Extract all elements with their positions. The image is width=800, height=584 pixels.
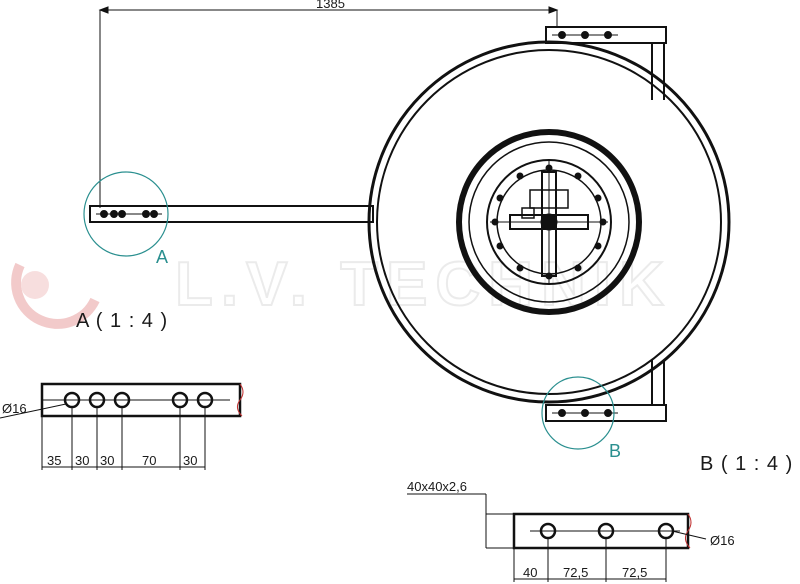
- detail-b-dim-3: 72,5: [622, 565, 647, 580]
- detail-a-dim-4: 70: [142, 453, 156, 468]
- detail-b-title: B ( 1 : 4 ): [700, 453, 793, 475]
- detail-a-dim-2: 30: [75, 453, 89, 468]
- detail-b-view: [407, 493, 707, 582]
- wheel-rim: [456, 129, 642, 315]
- detail-a-dim-3: 30: [100, 453, 114, 468]
- bottom-bracket: [545, 404, 667, 422]
- top-bracket: [545, 26, 667, 44]
- detail-a-hole-diameter: Ø16: [2, 401, 27, 416]
- hub-bolts: [491, 164, 607, 280]
- callout-b-label: B: [609, 441, 621, 461]
- callout-a-circle: [83, 171, 169, 257]
- wheel-outer: [367, 40, 731, 404]
- detail-a-dim-5: 30: [183, 453, 197, 468]
- detail-a-view: [0, 382, 244, 470]
- main-view: [89, 26, 731, 422]
- callout-b-circle: [541, 376, 615, 450]
- detail-a-title: A ( 1 : 4 ): [76, 310, 168, 332]
- detail-b-dim-2: 72,5: [563, 565, 588, 580]
- detail-b-profile: 40x40x2,6: [407, 479, 467, 494]
- detail-a-dim-1: 35: [47, 453, 61, 468]
- detail-b-dim-1: 40: [523, 565, 537, 580]
- mounting-arm: [89, 205, 374, 223]
- callout-a-label: A: [156, 247, 168, 267]
- detail-b-hole-diameter: Ø16: [710, 533, 735, 548]
- overall-dimension: [98, 6, 559, 208]
- overall-dimension-value: 1385: [316, 0, 345, 11]
